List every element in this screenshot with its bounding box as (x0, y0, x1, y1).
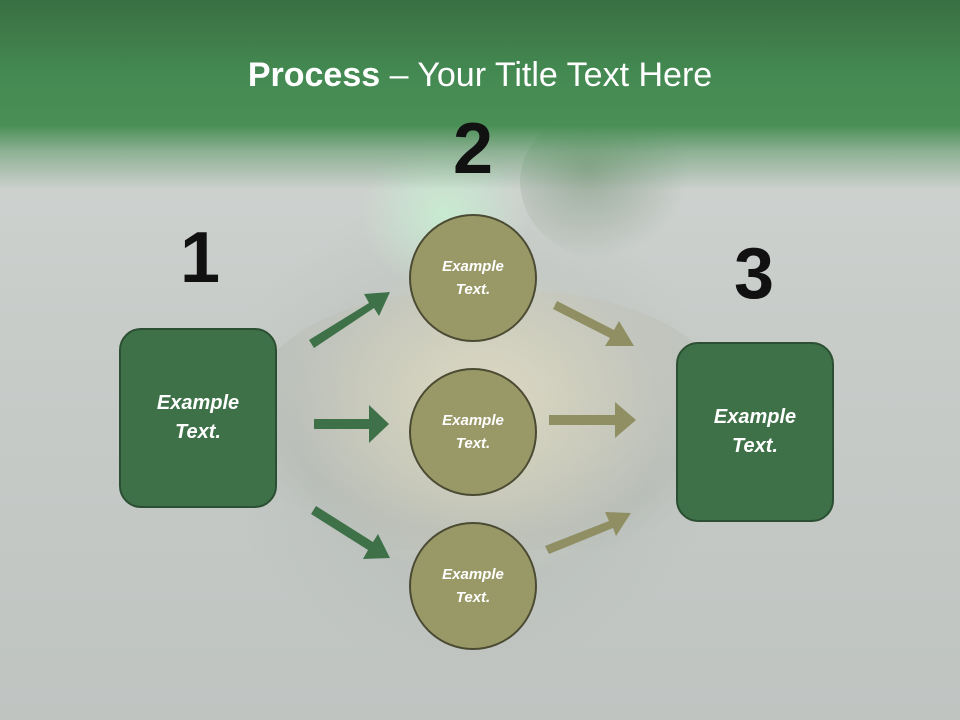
step-number-1: 1 (179, 218, 221, 298)
step-box-left-text: Example Text. (157, 389, 239, 447)
step-box-right[interactable]: Example Text. (676, 342, 834, 522)
slide-title: Process – Your Title Text Here (0, 52, 960, 98)
box-right-line-1: Example (713, 406, 797, 428)
circle-bottom-line-1: Example (442, 566, 504, 583)
step-box-right-text: Example Text. (714, 403, 796, 461)
step-number-2: 2 (452, 109, 494, 189)
box-left-line-2: Text. (175, 421, 221, 443)
arrow-circle-1-to-right (553, 301, 634, 346)
circle-bottom-line-2: Text. (455, 589, 491, 606)
title-bold-part: Process (247, 56, 381, 94)
step-number-3: 3 (733, 234, 775, 314)
box-right-line-2: Text. (732, 435, 778, 457)
arrow-circle-3-to-right (545, 512, 631, 554)
circle-bottom-text: Example Text. (442, 563, 504, 609)
circle-top-text: Example Text. (442, 255, 504, 301)
arrows-left-group (309, 292, 390, 559)
arrow-circle-2-to-right (549, 402, 636, 438)
circle-top-line-2: Text. (455, 281, 491, 298)
step-box-left[interactable]: Example Text. (119, 328, 277, 508)
box-left-line-1: Example (156, 392, 240, 414)
circle-middle-line-2: Text. (455, 435, 491, 452)
circle-middle-line-1: Example (442, 412, 504, 429)
title-rest-part: – Your Title Text Here (380, 56, 713, 94)
circle-bottom[interactable]: Example Text. (409, 522, 537, 650)
circle-middle-text: Example Text. (442, 409, 504, 455)
circle-top-line-1: Example (442, 258, 504, 275)
header-band (0, 0, 960, 190)
arrow-left-to-circle-2 (314, 405, 389, 443)
arrows-right-group (545, 301, 636, 554)
circle-middle[interactable]: Example Text. (409, 368, 537, 496)
arrow-left-to-circle-3 (311, 506, 390, 559)
circle-top[interactable]: Example Text. (409, 214, 537, 342)
arrow-left-to-circle-1 (309, 292, 390, 348)
